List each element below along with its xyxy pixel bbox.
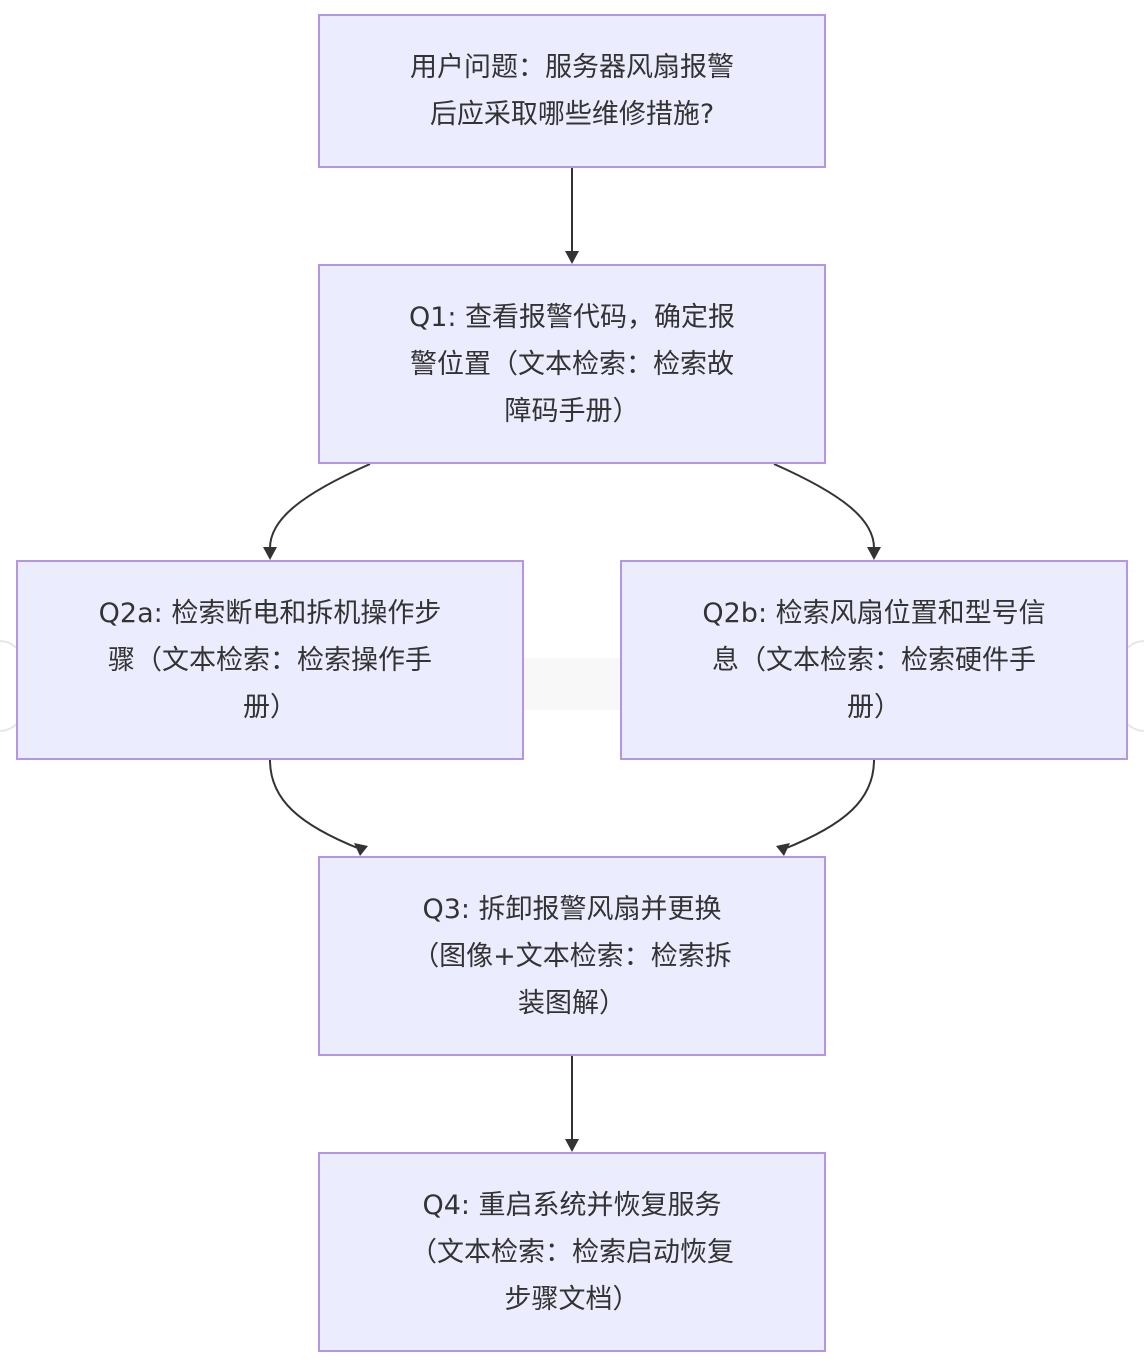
arrowhead-q4: [565, 1139, 579, 1152]
node-q3: Q3: 拆卸报警风扇并更换 （图像+文本检索：检索拆 装图解）: [318, 856, 826, 1056]
node-line: Q2b: 检索风扇位置和型号信: [702, 597, 1046, 629]
node-text: Q4: 重启系统并恢复服务 （文本检索：检索启动恢复 步骤文档）: [410, 1182, 734, 1323]
node-q2a: Q2a: 检索断电和拆机操作步 骤（文本检索：检索操作手 册）: [16, 560, 524, 760]
node-text: Q3: 拆卸报警风扇并更换 （图像+文本检索：检索拆 装图解）: [412, 886, 732, 1027]
ghost-overlay: [511, 658, 635, 710]
node-line: Q2a: 检索断电和拆机操作步: [98, 597, 442, 629]
node-line: 步骤文档）: [504, 1283, 640, 1315]
node-line: Q3: 拆卸报警风扇并更换: [422, 893, 722, 925]
arrowhead-q2a: [263, 547, 277, 560]
arrowhead-q3-left: [354, 843, 368, 856]
node-text: Q2a: 检索断电和拆机操作步 骤（文本检索：检索操作手 册）: [99, 590, 442, 731]
edge-q1-q2a: [269, 463, 371, 549]
node-line: （文本检索：检索启动恢复: [410, 1236, 734, 1268]
node-line: 装图解）: [518, 987, 626, 1019]
node-line: 骤（文本检索：检索操作手: [108, 644, 432, 676]
node-line: 用户问题：服务器风扇报警: [410, 52, 734, 83]
node-q2b: Q2b: 检索风扇位置和型号信 息（文本检索：检索硬件手 册）: [620, 560, 1128, 760]
node-text: Q1: 查看报警代码，确定报 警位置（文本检索：检索故 障码手册）: [409, 294, 735, 435]
arrowhead-q3-right: [776, 843, 790, 856]
node-line: （图像+文本检索：检索拆: [412, 940, 732, 972]
node-user-question: 用户问题：服务器风扇报警 后应采取哪些维修措施?: [318, 14, 826, 168]
node-line: 册）: [847, 691, 901, 723]
node-line: 册）: [243, 691, 297, 723]
edge-q1-q2b: [773, 463, 875, 549]
edge-q2a-q3: [269, 759, 361, 850]
node-line: 障码手册）: [504, 395, 640, 427]
node-line: Q1: 查看报警代码，确定报: [408, 301, 736, 333]
edge-q2b-q3: [783, 759, 875, 850]
arrowhead-q1: [565, 251, 579, 264]
node-q1: Q1: 查看报警代码，确定报 警位置（文本检索：检索故 障码手册）: [318, 264, 826, 464]
node-text: 用户问题：服务器风扇报警 后应采取哪些维修措施?: [410, 44, 734, 138]
node-line: 警位置（文本检索：检索故: [409, 348, 734, 380]
node-q4: Q4: 重启系统并恢复服务 （文本检索：检索启动恢复 步骤文档）: [318, 1152, 826, 1352]
node-line: 后应采取哪些维修措施?: [429, 99, 715, 130]
node-line: 息（文本检索：检索硬件手: [712, 644, 1036, 676]
node-line: Q4: 重启系统并恢复服务: [422, 1189, 722, 1221]
node-text: Q2b: 检索风扇位置和型号信 息（文本检索：检索硬件手 册）: [702, 590, 1045, 731]
arrowhead-q2b: [867, 547, 881, 560]
